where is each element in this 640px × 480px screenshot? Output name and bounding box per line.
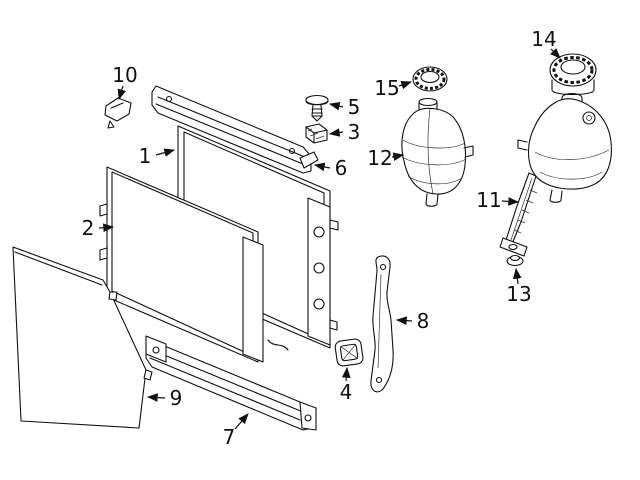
- callout-arrow-2: [98, 223, 115, 233]
- callout-arrow-14: [550, 48, 561, 59]
- callout-label-2: 2: [81, 216, 95, 240]
- radiator-front-drawing: [99, 166, 264, 363]
- callout-label-3: 3: [347, 120, 361, 144]
- callout-arrow-10: [117, 85, 126, 101]
- upper-support-bar-drawing: [151, 85, 319, 174]
- callout-label-5: 5: [347, 95, 361, 119]
- callout-arrow-7: [234, 413, 249, 430]
- rubber-grommet-mount-drawing: [334, 338, 364, 367]
- callout-label-6: 6: [334, 156, 348, 180]
- grille-panel-drawing: [12, 246, 153, 429]
- callout-arrow-15: [398, 80, 413, 90]
- callout-label-13: 13: [506, 282, 532, 306]
- callout-arrow-9: [146, 393, 166, 402]
- lower-support-bar-drawing: [145, 335, 317, 431]
- callout-label-8: 8: [416, 309, 430, 333]
- callout-arrow-8: [395, 316, 413, 325]
- callout-arrow-6: [313, 162, 331, 172]
- callout-label-10: 10: [112, 63, 138, 87]
- mounting-clip-drawing: [305, 123, 328, 144]
- callout-label-12: 12: [367, 146, 393, 170]
- expansion-tank-drawing: [401, 97, 474, 207]
- expansion-tank-cap-drawing: [549, 53, 597, 96]
- callout-arrows: [98, 48, 561, 430]
- callout-label-9: 9: [169, 386, 183, 410]
- callout-label-4: 4: [339, 380, 353, 404]
- expansion-tank-cap-small-drawing: [412, 66, 448, 92]
- callout-label-15: 15: [374, 76, 400, 100]
- callout-arrow-3: [328, 128, 344, 137]
- callout-arrow-11: [501, 197, 520, 206]
- callout-arrow-12: [391, 152, 405, 161]
- callout-arrow-4: [341, 366, 351, 382]
- callout-arrow-5: [328, 101, 344, 111]
- callout-arrow-13: [513, 267, 522, 285]
- expansion-tank-bracket-drawing: [499, 92, 612, 257]
- callout-label-7: 7: [222, 425, 236, 449]
- callout-arrow-1: [155, 148, 176, 157]
- callout-label-14: 14: [531, 27, 557, 51]
- callout-label-1: 1: [138, 144, 152, 168]
- callout-label-11: 11: [476, 188, 502, 212]
- side-bracket-drawing: [370, 255, 394, 393]
- grommet-drawing: [506, 254, 524, 267]
- push-pin-drawing: [305, 94, 329, 122]
